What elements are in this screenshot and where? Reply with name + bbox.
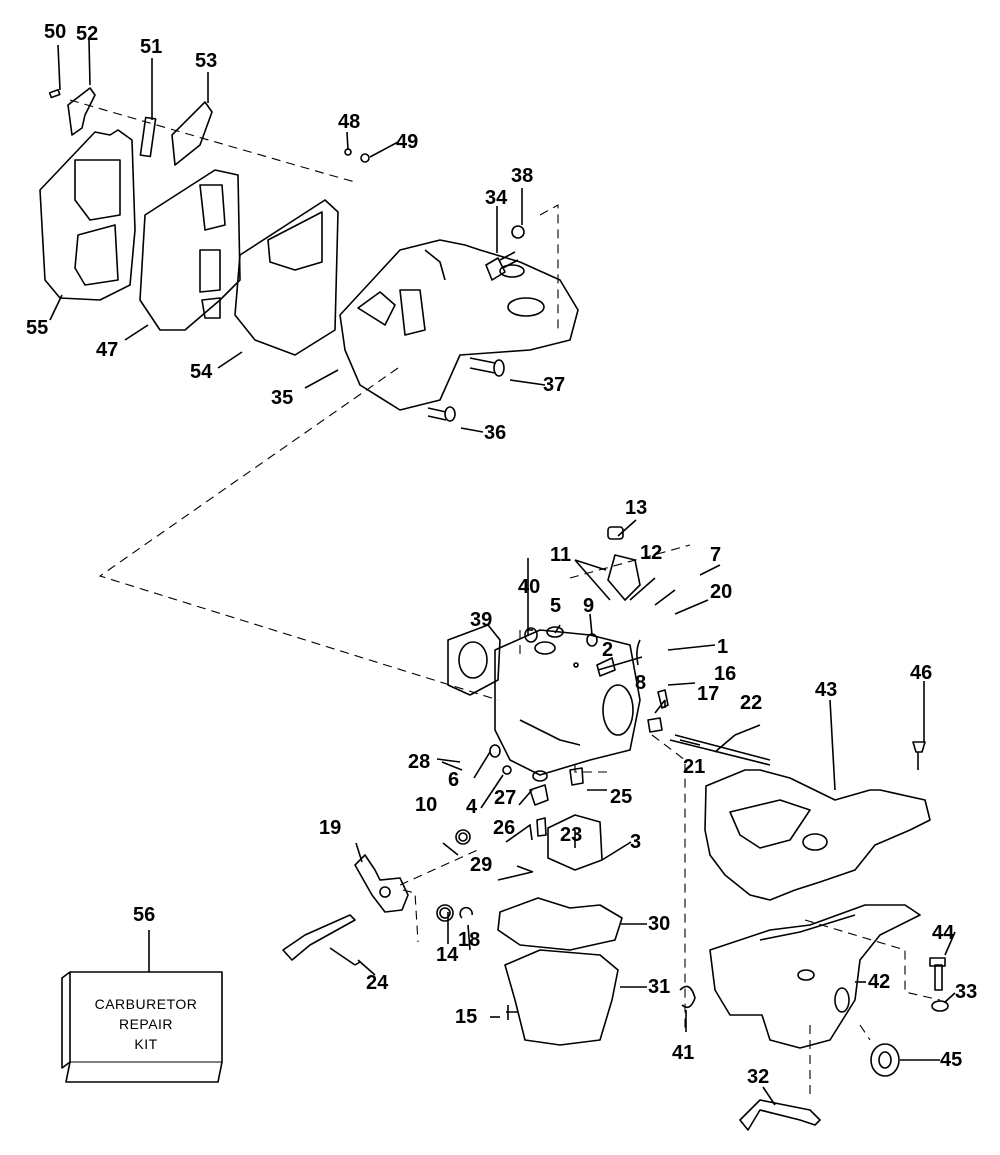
part-label-32: 32 bbox=[747, 1066, 770, 1088]
part-label-5: 5 bbox=[550, 595, 562, 617]
kit-line-1: CARBURETOR bbox=[94, 996, 198, 1012]
repair-kit-box bbox=[61, 930, 223, 1083]
part-label-56: 56 bbox=[133, 904, 156, 926]
part-label-3: 3 bbox=[630, 831, 642, 853]
part-label-55: 55 bbox=[26, 317, 49, 339]
carburetor-body bbox=[447, 624, 641, 776]
silencer-cover-43 bbox=[704, 769, 931, 901]
silencer-base-42 bbox=[709, 904, 921, 1049]
kit-line-3: KIT bbox=[134, 1036, 158, 1052]
part-label-34: 34 bbox=[485, 187, 508, 209]
part-label-26: 26 bbox=[493, 817, 516, 839]
part-label-31: 31 bbox=[648, 976, 671, 998]
part-label-35: 35 bbox=[271, 387, 294, 409]
part-label-22: 22 bbox=[740, 692, 763, 714]
part-label-14: 14 bbox=[436, 944, 459, 966]
part-label-39: 39 bbox=[470, 609, 493, 631]
part-label-2: 2 bbox=[602, 639, 614, 661]
part-label-4: 4 bbox=[466, 796, 478, 818]
part-label-51: 51 bbox=[140, 36, 163, 58]
gasket-55 bbox=[39, 129, 136, 301]
part-label-42: 42 bbox=[868, 971, 891, 993]
part-label-8: 8 bbox=[635, 672, 647, 694]
adapter-plate-47 bbox=[139, 169, 241, 331]
part-label-27: 27 bbox=[494, 787, 517, 809]
kit-line-2: REPAIR bbox=[118, 1016, 174, 1032]
part-label-9: 9 bbox=[583, 595, 595, 617]
part-label-28: 28 bbox=[408, 751, 431, 773]
part-label-36: 36 bbox=[484, 422, 507, 444]
part-label-18: 18 bbox=[458, 929, 481, 951]
part-label-50: 50 bbox=[44, 21, 67, 43]
springs-10-14-18 bbox=[436, 829, 473, 922]
part-label-23: 23 bbox=[560, 824, 583, 846]
assembly-dashed-lines bbox=[69, 99, 941, 1100]
part-label-11: 11 bbox=[550, 544, 572, 566]
part-label-6: 6 bbox=[448, 769, 460, 791]
repair-kit-label: CARBURETOR REPAIR KIT bbox=[70, 972, 222, 1080]
part-label-48: 48 bbox=[338, 111, 361, 133]
part-label-47: 47 bbox=[96, 339, 119, 361]
part-label-49: 49 bbox=[396, 131, 419, 153]
gasket-54 bbox=[234, 199, 339, 356]
part-label-43: 43 bbox=[815, 679, 838, 701]
leader-lines bbox=[49, 39, 956, 1106]
part-label-19: 19 bbox=[319, 817, 342, 839]
part-label-12: 12 bbox=[640, 542, 663, 564]
float-and-bowl bbox=[497, 814, 623, 1046]
part-label-24: 24 bbox=[366, 972, 389, 994]
throttle-lever-19 bbox=[282, 854, 409, 966]
part-label-46: 46 bbox=[910, 662, 933, 684]
part-label-13: 13 bbox=[625, 497, 648, 519]
part-label-15: 15 bbox=[455, 1006, 478, 1028]
part-label-41: 41 bbox=[672, 1042, 695, 1064]
bolts-34-36-37-38 bbox=[344, 148, 525, 422]
part-label-38: 38 bbox=[511, 165, 534, 187]
part-label-29: 29 bbox=[470, 854, 493, 876]
part-label-52: 52 bbox=[76, 23, 99, 45]
part-label-20: 20 bbox=[710, 581, 733, 603]
part-label-21: 21 bbox=[683, 756, 706, 778]
part-label-7: 7 bbox=[710, 544, 722, 566]
small-carb-parts bbox=[441, 526, 771, 837]
part-label-25: 25 bbox=[610, 786, 633, 808]
part-label-45: 45 bbox=[940, 1049, 963, 1071]
part-label-1: 1 bbox=[717, 636, 729, 658]
part-label-16: 16 bbox=[714, 663, 737, 685]
part-label-17: 17 bbox=[697, 683, 720, 705]
part-label-30: 30 bbox=[648, 913, 671, 935]
part-label-54: 54 bbox=[190, 361, 213, 383]
intake-manifold-35 bbox=[339, 239, 579, 411]
part-label-53: 53 bbox=[195, 50, 218, 72]
part-label-37: 37 bbox=[543, 374, 566, 396]
small-plates-50-53 bbox=[48, 87, 213, 166]
part-label-33: 33 bbox=[955, 981, 978, 1003]
part-label-44: 44 bbox=[932, 922, 955, 944]
hardware-32-33-41-44-45-46 bbox=[679, 741, 949, 1131]
part-label-40: 40 bbox=[518, 576, 541, 598]
part-label-10: 10 bbox=[415, 794, 438, 816]
